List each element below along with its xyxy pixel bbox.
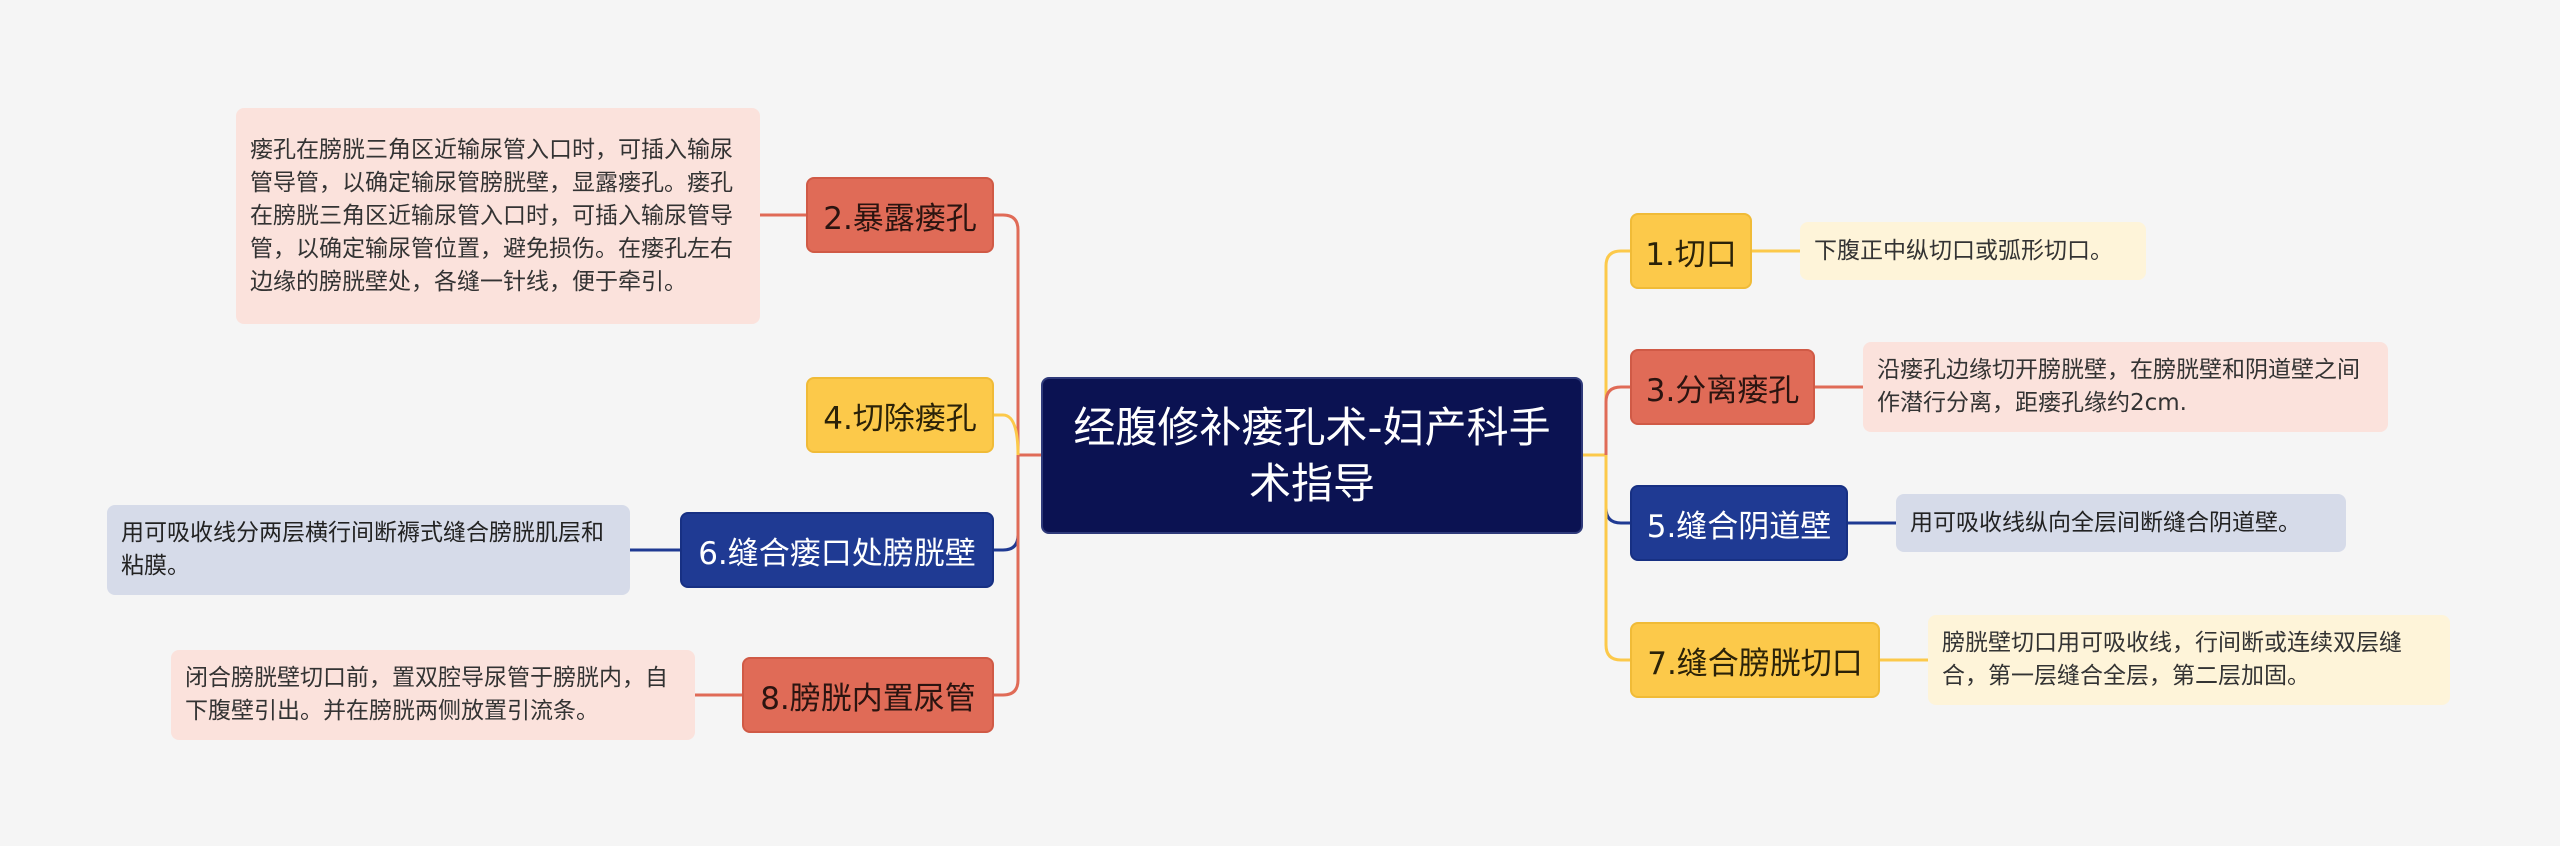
leaf-3-text: 沿瘘孔边缘切开膀胱壁，在膀胱壁和阴道壁之间作潜行分离，距瘘孔缘约2cm. (1877, 357, 2360, 416)
branch-8-indwelling-catheter[interactable]: 8.膀胱内置尿管 (742, 657, 994, 733)
leaf-1-text: 下腹正中纵切口或弧形切口。 (1814, 237, 2113, 264)
branch-6-suture-bladder-wall[interactable]: 6.缝合瘘口处膀胱壁 (680, 512, 994, 588)
leaf-8-detail[interactable]: 闭合膀胱壁切口前，置双腔导尿管于膀胱内，自下腹壁引出。并在膀胱两侧放置引流条。 (171, 650, 695, 740)
leaf-5-text: 用可吸收线纵向全层间断缝合阴道壁。 (1910, 509, 2301, 536)
branch-2-label: 2.暴露瘘孔 (823, 200, 977, 237)
link-branch-6 (993, 455, 1020, 552)
root-title: 经腹修补瘘孔术-妇产科手术指导 (1073, 402, 1551, 508)
leaf-7-text: 膀胱壁切口用可吸收线，行间断或连续双层缝合，第一层缝合全层，第二层加固。 (1942, 630, 2402, 689)
branch-3-label: 3.分离瘘孔 (1645, 372, 1800, 409)
leaf-3-detail[interactable]: 沿瘘孔边缘切开膀胱壁，在膀胱壁和阴道壁之间作潜行分离，距瘘孔缘约2cm. (1863, 342, 2388, 432)
leaf-7-detail[interactable]: 膀胱壁切口用可吸收线，行间断或连续双层缝合，第一层缝合全层，第二层加固。 (1928, 615, 2450, 705)
link-branch-2 (993, 213, 1020, 455)
branch-6-label: 6.缝合瘘口处膀胱壁 (698, 535, 976, 572)
branch-4-label: 4.切除瘘孔 (823, 400, 977, 437)
branch-7-suture-bladder-incision[interactable]: 7.缝合膀胱切口 (1630, 622, 1880, 698)
branch-5-label: 5.缝合阴道壁 (1646, 508, 1832, 545)
leaf-8-text: 闭合膀胱壁切口前，置双腔导尿管于膀胱内，自下腹壁引出。并在膀胱两侧放置引流条。 (185, 665, 668, 724)
branch-8-label: 8.膀胱内置尿管 (760, 680, 976, 717)
link-branch-8 (993, 455, 1020, 697)
branch-5-suture-vaginal-wall[interactable]: 5.缝合阴道壁 (1630, 485, 1848, 561)
branch-4-excise-fistula[interactable]: 4.切除瘘孔 (806, 377, 994, 453)
link-branch-7 (1604, 455, 1630, 662)
leaf-1-detail[interactable]: 下腹正中纵切口或弧形切口。 (1800, 222, 2146, 280)
link-branch-4 (993, 413, 1020, 456)
link-branch-5 (1604, 455, 1630, 525)
leaf-6-detail[interactable]: 用可吸收线分两层横行间断褥式缝合膀胱肌层和粘膜。 (107, 505, 630, 595)
branch-3-separate-fistula[interactable]: 3.分离瘘孔 (1630, 349, 1815, 425)
link-branch-3 (1604, 385, 1630, 455)
link-branch-1 (1604, 249, 1630, 455)
branch-2-expose-fistula[interactable]: 2.暴露瘘孔 (806, 177, 994, 253)
leaf-6-text: 用可吸收线分两层横行间断褥式缝合膀胱肌层和粘膜。 (121, 520, 604, 579)
branch-1-incision[interactable]: 1.切口 (1630, 213, 1752, 289)
branch-1-label: 1.切口 (1645, 236, 1737, 273)
leaf-2-text: 瘘孔在膀胱三角区近输尿管入口时，可插入输尿管导管，以确定输尿管膀胱壁，显露瘘孔。… (250, 136, 733, 295)
leaf-5-detail[interactable]: 用可吸收线纵向全层间断缝合阴道壁。 (1896, 494, 2346, 552)
branch-7-label: 7.缝合膀胱切口 (1647, 645, 1863, 682)
root-topic[interactable]: 经腹修补瘘孔术-妇产科手术指导 (1041, 377, 1583, 534)
leaf-2-detail[interactable]: 瘘孔在膀胱三角区近输尿管入口时，可插入输尿管导管，以确定输尿管膀胱壁，显露瘘孔。… (236, 108, 760, 324)
